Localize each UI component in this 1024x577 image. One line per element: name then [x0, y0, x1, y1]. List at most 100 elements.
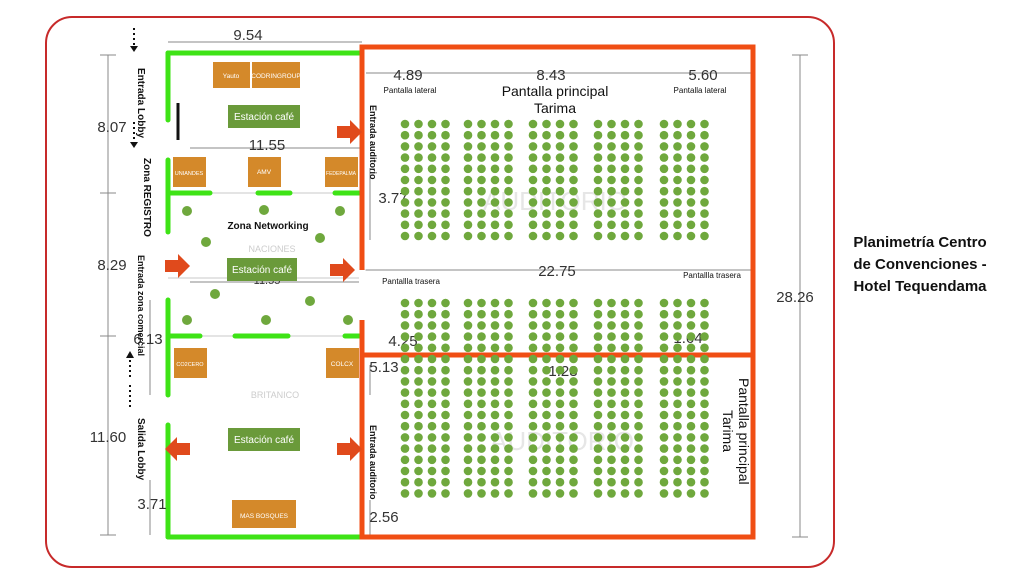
seat: [634, 164, 643, 174]
green-walls: [165, 50, 365, 540]
seat: [477, 455, 486, 465]
seat: [593, 489, 603, 498]
seat: [463, 332, 473, 341]
coffee-stations: Estación café Estación café Estación caf…: [227, 105, 300, 451]
stand-fedepalma: [325, 157, 358, 187]
seat: [686, 444, 696, 453]
seat: [607, 153, 616, 162]
seat: [477, 321, 486, 330]
seat: [400, 444, 410, 453]
seat: [400, 142, 410, 151]
seat: [528, 410, 538, 420]
seat: [490, 153, 500, 162]
seat: [400, 321, 410, 330]
seat: [620, 455, 630, 465]
seat: [441, 332, 450, 341]
seat: [593, 153, 603, 162]
seat: [477, 309, 486, 319]
seat: [593, 399, 603, 409]
seat: [700, 421, 709, 431]
seat: [490, 164, 500, 174]
seat: [477, 298, 486, 308]
seat: [555, 209, 565, 218]
seat: [414, 309, 423, 319]
seat: [441, 209, 450, 218]
dotted-arrows: [129, 28, 135, 410]
seat: [634, 231, 643, 241]
seat: [593, 455, 603, 465]
seat: [490, 354, 500, 364]
seat: [659, 444, 669, 453]
seat: [427, 231, 437, 241]
seat: [607, 164, 616, 174]
seat: [400, 119, 410, 129]
seat: [463, 298, 473, 308]
seat: [400, 343, 410, 353]
seat: [528, 130, 538, 140]
seat: [400, 153, 410, 162]
seat-grid: [400, 119, 709, 498]
seat: [607, 186, 616, 196]
seat: [620, 388, 630, 397]
seat: [569, 220, 578, 230]
seat: [490, 399, 500, 409]
seat: [569, 164, 578, 174]
seat: [593, 130, 603, 140]
seat: [427, 332, 437, 341]
seat: [463, 388, 473, 397]
seat: [441, 399, 450, 409]
seat: [569, 309, 578, 319]
seat: [620, 365, 630, 375]
seat: [659, 466, 669, 476]
dim-left-small: 6.13: [133, 331, 162, 348]
seat: [528, 421, 538, 431]
seat: [400, 198, 410, 207]
seat: [414, 489, 423, 498]
seat: [528, 142, 538, 151]
seat: [620, 298, 630, 308]
seat: [463, 164, 473, 174]
seat: [620, 332, 630, 341]
seat: [700, 309, 709, 319]
seat: [673, 410, 682, 420]
seat: [542, 175, 551, 185]
estacion-cafe-2-label: Estación café: [232, 265, 292, 276]
seat: [504, 153, 513, 162]
seat: [427, 466, 437, 476]
seat: [607, 231, 616, 241]
seat: [490, 175, 500, 185]
seat: [673, 399, 682, 409]
seat: [659, 175, 669, 185]
seat: [441, 489, 450, 498]
seat: [700, 298, 709, 308]
seat: [542, 231, 551, 241]
seat: [528, 186, 538, 196]
seat: [477, 343, 486, 353]
seat: [555, 175, 565, 185]
seat: [528, 309, 538, 319]
seat: [414, 421, 423, 431]
seat: [477, 186, 486, 196]
seat: [634, 298, 643, 308]
seat: [477, 466, 486, 476]
seat: [620, 399, 630, 409]
seat: [555, 433, 565, 442]
seat: [477, 164, 486, 174]
seat: [528, 455, 538, 465]
seat: [528, 466, 538, 476]
seat: [700, 119, 709, 129]
seat: [414, 298, 423, 308]
seat: [504, 421, 513, 431]
seat: [504, 377, 513, 386]
seat: [555, 388, 565, 397]
seat: [634, 421, 643, 431]
seat: [400, 298, 410, 308]
seat: [569, 365, 578, 375]
seat: [607, 332, 616, 341]
seat: [427, 298, 437, 308]
seat: [659, 142, 669, 151]
seat: [593, 410, 603, 420]
seat: [427, 388, 437, 397]
seat: [673, 209, 682, 218]
britanico-watermark: BRITANICO: [251, 390, 299, 400]
